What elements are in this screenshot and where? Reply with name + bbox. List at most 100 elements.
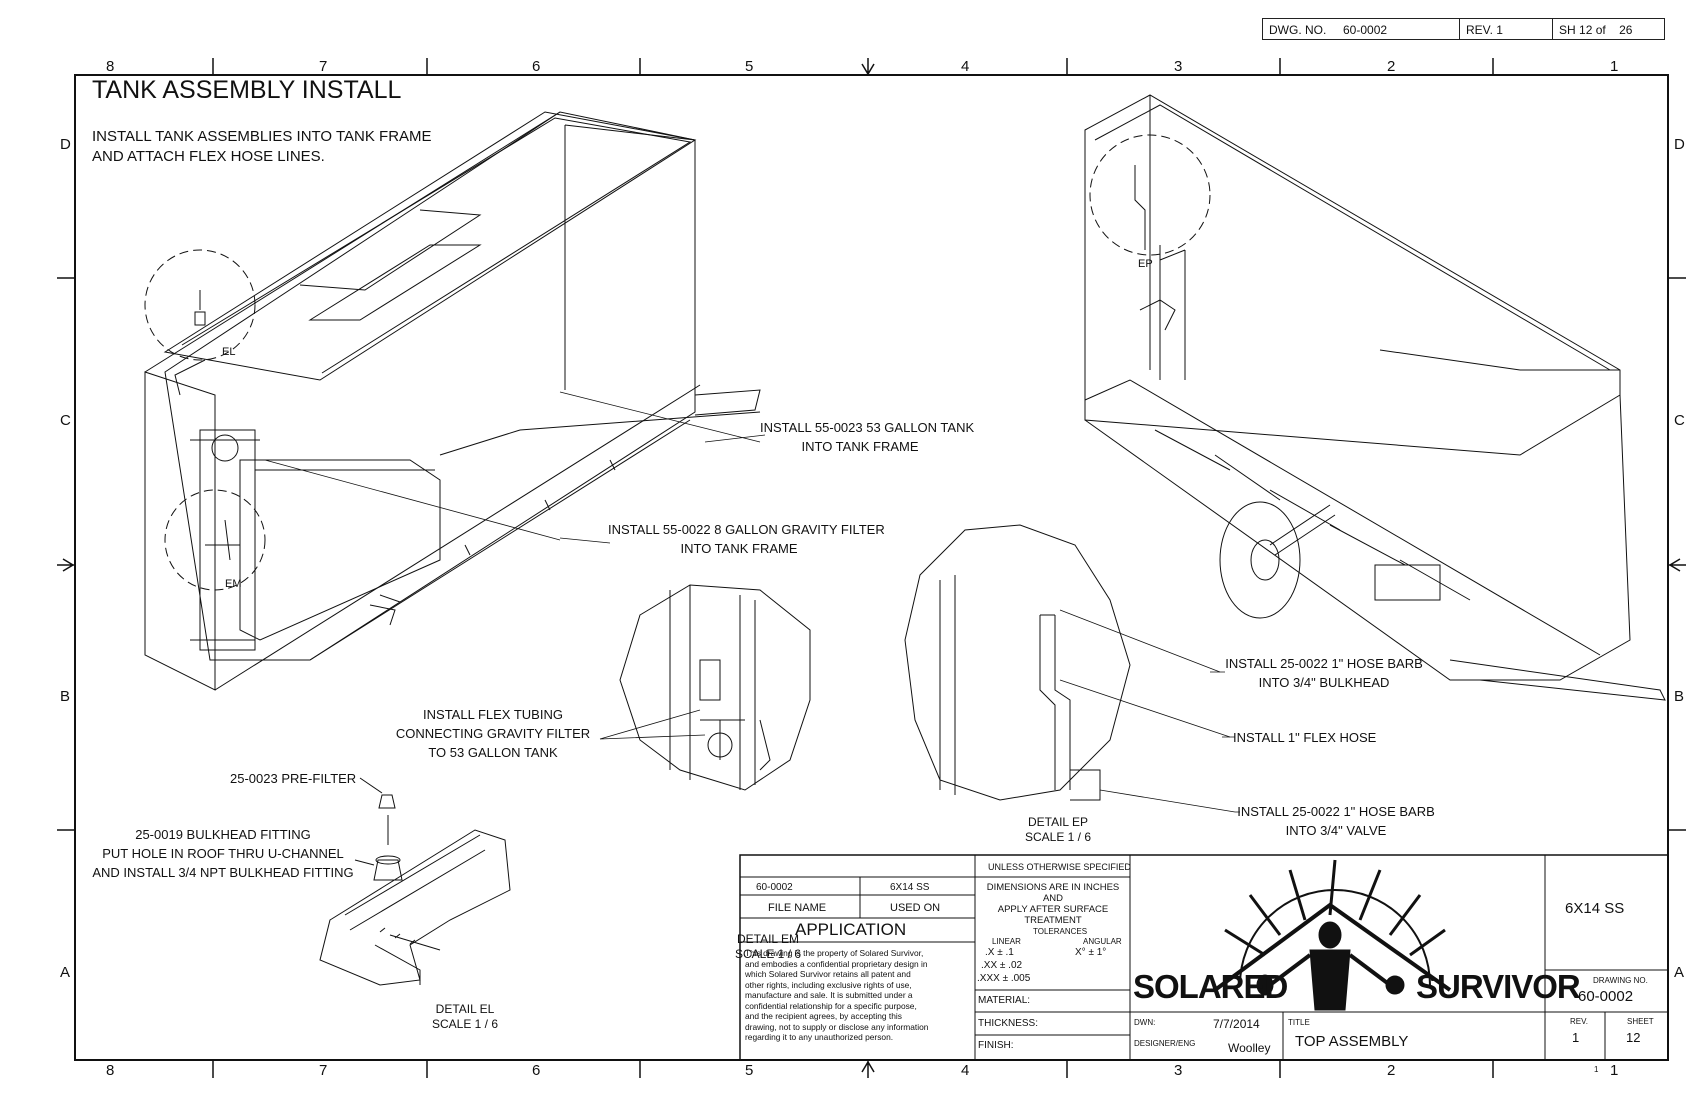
zone-col-8-top: 8 bbox=[106, 58, 115, 75]
tb-used-on-label: USED ON bbox=[890, 902, 941, 914]
instruction-line-2: AND ATTACH FLEX HOSE LINES. bbox=[92, 148, 325, 165]
tb-tolerance-2: .XX ± .02 bbox=[981, 960, 1023, 971]
proprietary-line-4: other rights, including exclusive rights… bbox=[745, 979, 912, 990]
callout-53-gallon-line-2: INTO TANK FRAME bbox=[801, 439, 919, 454]
page-title: TANK ASSEMBLY INSTALL bbox=[92, 76, 402, 104]
callout-flex-line-1: INSTALL FLEX TUBING bbox=[423, 707, 563, 722]
detail-el-scale: SCALE 1 / 6 bbox=[431, 1017, 499, 1031]
proprietary-line-5: manufacture and sale. It is submitted un… bbox=[745, 990, 913, 1000]
callout-8-gallon-filter: INSTALL 55-0022 8 GALLON GRAVITY FILTER … bbox=[608, 520, 885, 558]
callout-hose-barb-2-line-1: INSTALL 25-0022 1" HOSE BARB bbox=[1237, 804, 1435, 819]
callout-hose-barb-valve: INSTALL 25-0022 1" HOSE BARB INTO 3/4" V… bbox=[1236, 802, 1436, 840]
zone-row-b-left: B bbox=[60, 688, 71, 705]
tb-unless-note: UNLESS OTHERWISE SPECIFIED bbox=[988, 862, 1131, 872]
tb-title-label: TITLE bbox=[1288, 1018, 1310, 1027]
detail-ep-circle bbox=[1089, 134, 1211, 256]
tb-designer-label: DESIGNER/ENG bbox=[1134, 1039, 1196, 1048]
tb-model-right: 6X14 SS bbox=[1565, 900, 1625, 917]
detail-em-caption: DETAIL EM SCALE 1 / 6 bbox=[728, 932, 808, 962]
tb-application-label: APPLICATION bbox=[795, 920, 907, 939]
zone-col-2-bottom: 2 bbox=[1387, 1062, 1396, 1079]
detail-em-scale: SCALE 1 / 6 bbox=[734, 947, 802, 961]
drawing-border bbox=[74, 74, 1669, 1061]
title-block-grid bbox=[739, 854, 1669, 1061]
tb-tolerance-3: .XXX ± .005 bbox=[977, 973, 1031, 984]
dims-line-3: APPLY AFTER SURFACE bbox=[997, 904, 1109, 915]
detail-ep-view bbox=[904, 524, 1236, 813]
tb-dimensions-note: DIMENSIONS ARE IN INCHES AND APPLY AFTER… bbox=[978, 882, 1128, 926]
callout-flex-line-2: CONNECTING GRAVITY FILTER bbox=[395, 726, 591, 741]
callout-bulkhead-line-3: AND INSTALL 3/4 NPT BULKHEAD FITTING bbox=[92, 865, 354, 880]
tb-tolerances-label: TOLERANCES bbox=[1033, 927, 1088, 936]
zone-col-7-bottom: 7 bbox=[319, 1062, 328, 1079]
detail-el-title: DETAIL EL bbox=[435, 1002, 495, 1016]
tb-dwn-label: DWN: bbox=[1134, 1018, 1156, 1027]
tb-angular-label: ANGULAR bbox=[1083, 937, 1122, 946]
logo-text-solared: SOLARED bbox=[1133, 968, 1288, 1005]
rev-cell: REV. 1 bbox=[1459, 18, 1553, 40]
zone-row-d-right: D bbox=[1674, 136, 1685, 153]
detail-em-view bbox=[619, 584, 811, 791]
zone-ticks bbox=[57, 58, 1686, 1078]
proprietary-line-3: which Solared Survivor retains all paten… bbox=[745, 969, 911, 979]
tb-tolerance-1: .X ± .1 bbox=[985, 947, 1014, 958]
tb-drawing-no-label: DRAWING NO. bbox=[1593, 976, 1648, 985]
detail-em-marker: EM bbox=[225, 578, 242, 590]
detail-el-marker: EL bbox=[222, 346, 236, 358]
tb-part-number: 60-0002 bbox=[756, 882, 793, 893]
zone-col-1-top: 1 bbox=[1610, 58, 1619, 75]
callout-flex-tubing: INSTALL FLEX TUBING CONNECTING GRAVITY F… bbox=[393, 705, 593, 762]
dims-line-2: AND bbox=[1042, 893, 1064, 904]
zone-col-3-top: 3 bbox=[1174, 58, 1183, 75]
callout-8-gallon-line-1: INSTALL 55-0022 8 GALLON GRAVITY FILTER bbox=[608, 522, 885, 537]
company-logo bbox=[1213, 859, 1452, 1011]
callout-53-gallon-tank: INSTALL 55-0023 53 GALLON TANK INTO TANK… bbox=[760, 418, 975, 456]
detail-el-caption: DETAIL EL SCALE 1 / 6 bbox=[425, 1002, 505, 1032]
proprietary-line-2: and embodies a confidential proprietary … bbox=[745, 958, 928, 969]
zone-row-c-right: C bbox=[1674, 412, 1685, 429]
callout-bulkhead-fitting: 25-0019 BULKHEAD FITTING PUT HOLE IN ROO… bbox=[88, 825, 358, 882]
zone-row-c-left: C bbox=[60, 412, 71, 429]
proprietary-line-6: confidential relationship for a specific… bbox=[745, 1000, 917, 1011]
detail-ep-marker: EP bbox=[1138, 258, 1153, 270]
tb-thickness-label: THICKNESS: bbox=[978, 1018, 1039, 1029]
tb-file-name-label: FILE NAME bbox=[768, 902, 827, 914]
proprietary-line-9: regarding it to any unauthorized person. bbox=[745, 1032, 894, 1042]
proprietary-line-7: and the recipient agrees, by accepting t… bbox=[745, 1011, 902, 1021]
tb-rev-label: REV. bbox=[1570, 1017, 1588, 1026]
zone-row-d-left: D bbox=[60, 136, 71, 153]
zone-col-4-top: 4 bbox=[961, 58, 970, 75]
zone-col-2-top: 2 bbox=[1387, 58, 1396, 75]
tb-tolerance-angular: X° ± 1° bbox=[1075, 947, 1107, 958]
left-isometric-view bbox=[144, 111, 761, 691]
zone-col-4-bottom: 4 bbox=[961, 1062, 970, 1079]
sheet-cell: SH 12 of 26 bbox=[1552, 18, 1665, 40]
detail-em-title: DETAIL EM bbox=[736, 932, 799, 946]
zone-col-5-bottom: 5 bbox=[745, 1062, 754, 1079]
callout-53-gallon-line-1: INSTALL 55-0023 53 GALLON TANK bbox=[760, 420, 975, 435]
callout-flex-line-3: TO 53 GALLON TANK bbox=[428, 745, 558, 760]
callout-flex-hose: INSTALL 1" FLEX HOSE bbox=[1233, 730, 1377, 745]
zone-col-6-top: 6 bbox=[532, 58, 541, 75]
dims-line-4: TREATMENT bbox=[1024, 915, 1082, 926]
prefilter-and-bulkhead bbox=[354, 777, 403, 881]
callout-hose-barb-bulkhead: INSTALL 25-0022 1" HOSE BARB INTO 3/4" B… bbox=[1224, 654, 1424, 692]
sheet-prefix: SH bbox=[1559, 23, 1576, 37]
rev-value: REV. 1 bbox=[1466, 23, 1503, 37]
zone-row-a-right: A bbox=[1674, 964, 1685, 981]
tb-material-label: MATERIAL: bbox=[978, 995, 1031, 1006]
tb-model: 6X14 SS bbox=[890, 882, 930, 893]
tb-sheet-value: 12 bbox=[1626, 1030, 1641, 1045]
tb-linear-label: LINEAR bbox=[992, 937, 1021, 946]
wheel bbox=[1219, 501, 1301, 619]
callout-bulkhead-line-1: 25-0019 BULKHEAD FITTING bbox=[135, 827, 311, 842]
tb-dwn-date: 7/7/2014 bbox=[1213, 1017, 1260, 1031]
callout-hose-barb-1-line-1: INSTALL 25-0022 1" HOSE BARB bbox=[1225, 656, 1423, 671]
tb-drawing-no: 60-0002 bbox=[1578, 988, 1634, 1005]
dims-line-1: DIMENSIONS ARE IN INCHES bbox=[986, 882, 1120, 893]
zone-col-8-bottom: 8 bbox=[106, 1062, 115, 1079]
detail-ep-caption: DETAIL EP SCALE 1 / 6 bbox=[1018, 815, 1098, 845]
callout-8-gallon-line-2: INTO TANK FRAME bbox=[680, 541, 798, 556]
tb-footnote: 1 bbox=[1594, 1065, 1599, 1074]
zone-col-3-bottom: 3 bbox=[1174, 1062, 1183, 1079]
